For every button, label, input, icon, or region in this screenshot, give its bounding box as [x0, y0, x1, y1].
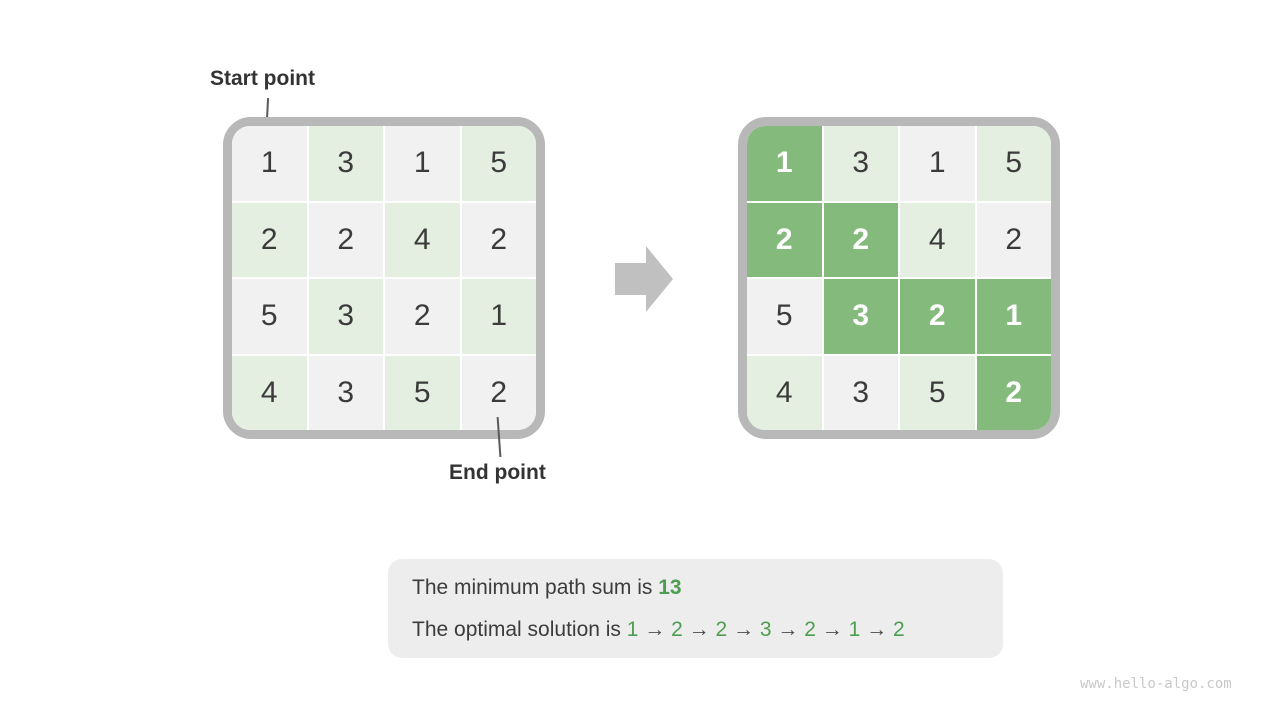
grid-cell-r0c2: 1 — [385, 126, 460, 201]
transform-arrow-icon — [615, 246, 673, 312]
path-arrow-glyph: → — [682, 617, 716, 641]
end-point-label: End point — [449, 461, 546, 484]
path-step-value: 2 — [671, 617, 683, 641]
path-step-value: 1 — [626, 617, 639, 641]
path-step-value: 2 — [892, 617, 905, 641]
grid-cell-r2c2: 2 — [385, 279, 460, 354]
grid-cell-r1c1: 2 — [823, 202, 898, 277]
summary-box: The minimum path sum is 13 The optimal s… — [388, 559, 1003, 658]
grid-cell-r1c1: 2 — [308, 202, 383, 277]
min-sum-value: 13 — [658, 575, 682, 599]
grid-cell-r0c1: 3 — [823, 126, 898, 201]
grid-cell-r2c3: 1 — [461, 279, 536, 354]
grid-cell-r0c2: 1 — [900, 126, 975, 201]
path-step-value: 2 — [804, 617, 816, 641]
grid-cell-r1c3: 2 — [976, 202, 1051, 277]
grid-cell-r1c3: 2 — [461, 202, 536, 277]
grid-cell-r0c0: 1 — [747, 126, 822, 201]
grid-cell-r2c3: 1 — [976, 279, 1051, 354]
grid-cell-r3c3: 2 — [976, 355, 1051, 430]
optimal-path-prefix-text: The optimal solution is — [412, 617, 627, 641]
path-step-value: 2 — [715, 617, 728, 641]
path-arrow-glyph: → — [860, 617, 893, 641]
grid-cell-r2c1: 3 — [823, 279, 898, 354]
start-point-label: Start point — [210, 67, 315, 90]
grid-cell-r0c3: 5 — [461, 126, 536, 201]
optimal-path-sequence: 1 → 2 → 2 → 3 → 2 → 1 → 2 — [627, 618, 905, 641]
grid-cell-r3c0: 4 — [747, 355, 822, 430]
grid-cell-r3c2: 5 — [900, 355, 975, 430]
grid-cell-r0c0: 1 — [232, 126, 307, 201]
grid-cell-r1c2: 4 — [385, 202, 460, 277]
path-arrow-glyph: → — [638, 617, 672, 641]
grid-cell-r0c1: 3 — [308, 126, 383, 201]
grid-cell-r3c1: 3 — [308, 355, 383, 430]
grid-cell-r0c3: 5 — [976, 126, 1051, 201]
grid-cell-r3c1: 3 — [823, 355, 898, 430]
path-step-value: 1 — [848, 617, 861, 641]
grid-cell-r2c0: 5 — [232, 279, 307, 354]
path-step-value: 3 — [759, 617, 772, 641]
grid-cell-r3c0: 4 — [232, 355, 307, 430]
min-sum-prefix-text: The minimum path sum is — [412, 575, 659, 599]
path-arrow-glyph: → — [815, 617, 849, 641]
grid-cell-r1c0: 2 — [232, 202, 307, 277]
grid-cell-r2c2: 2 — [900, 279, 975, 354]
summary-line-min-sum: The minimum path sum is 13 — [412, 568, 979, 608]
grid-cell-r2c0: 5 — [747, 279, 822, 354]
summary-line-optimal-path: The optimal solution is 1 → 2 → 2 → 3 → … — [412, 610, 979, 650]
path-arrow-glyph: → — [771, 617, 805, 641]
path-arrow-glyph: → — [727, 617, 760, 641]
grid-cell-r3c3: 2 — [461, 355, 536, 430]
grid-cell-r1c0: 2 — [747, 202, 822, 277]
watermark-text: www.hello-algo.com — [1080, 676, 1232, 692]
grid-cell-r3c2: 5 — [385, 355, 460, 430]
grid-cell-r2c1: 3 — [308, 279, 383, 354]
grid-cell-r1c2: 4 — [900, 202, 975, 277]
